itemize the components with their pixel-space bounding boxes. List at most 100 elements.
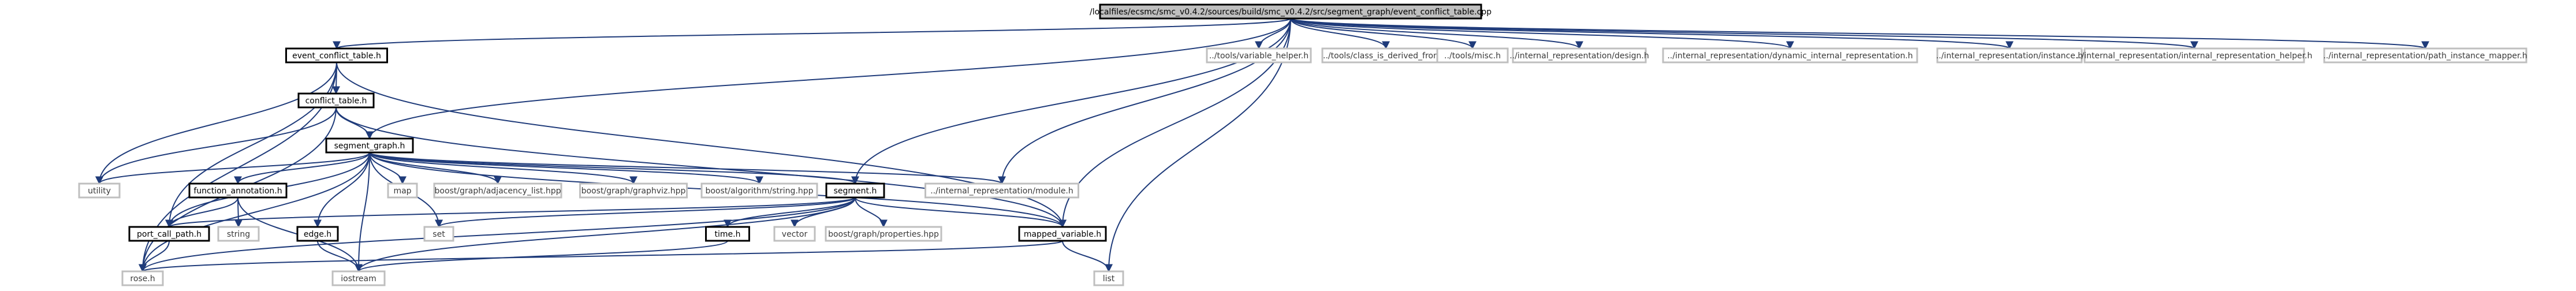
node-map: map	[387, 182, 418, 199]
edge-port_call_path-to-rose	[139, 240, 170, 273]
edge-root-to-path_instance_mapper	[1290, 18, 2429, 50]
node-label: vector	[782, 230, 808, 239]
node-event-conflict-table[interactable]: event_conflict_table.h	[285, 47, 388, 64]
node-label: list	[1103, 274, 1115, 283]
edge-segment-to-iostream	[355, 197, 856, 273]
node-port-call-path[interactable]: port_call_path.h	[128, 226, 210, 242]
node-label: boost/graph/properties.hpp	[828, 230, 939, 239]
node-box	[297, 92, 375, 109]
node-label: set	[433, 230, 445, 239]
edge-segment_graph-to-rose	[139, 152, 370, 273]
node-box	[2323, 47, 2527, 64]
nodes-layer: /localfiles/ecsmc/smc_v0.4.2/sources/bui…	[78, 3, 2527, 286]
node-set: set	[423, 226, 454, 242]
node-label: ../internal_representation/internal_repr…	[2077, 51, 2313, 61]
node-box	[423, 226, 454, 242]
node-segment-graph[interactable]: segment_graph.h	[325, 137, 414, 154]
node-box	[705, 226, 750, 242]
node-graphviz: boost/graph/graphviz.hpp	[579, 182, 688, 199]
edge-segment_graph-to-segment	[369, 152, 859, 185]
node-design: ../internal_representation/design.h	[1509, 47, 1649, 64]
node-label: map	[393, 186, 411, 196]
node-segment[interactable]: segment.h	[825, 182, 885, 199]
node-root[interactable]: /localfiles/ecsmc/smc_v0.4.2/sources/bui…	[1090, 3, 1492, 20]
node-label: ../internal_representation/dynamic_inter…	[1667, 51, 1913, 61]
node-instance: ../internal_representation/instance.h	[1936, 47, 2083, 64]
node-label: edge.h	[304, 230, 331, 239]
node-box	[1512, 47, 1647, 64]
node-string: string	[217, 226, 260, 242]
node-properties: boost/graph/properties.hpp	[825, 226, 942, 242]
edge-conflict_table-to-utility	[95, 107, 337, 185]
edge-root-to-class_is_derived_from	[1290, 18, 1390, 50]
node-box	[217, 226, 260, 242]
node-label: boost/graph/graphviz.hpp	[581, 186, 686, 196]
node-label: ../tools/variable_helper.h	[1209, 51, 1308, 61]
edge-event_conflict_table-to-port_call_path	[165, 62, 337, 228]
node-box	[296, 226, 339, 242]
node-box	[579, 182, 688, 199]
edge-root-to-segment_graph	[366, 18, 1291, 140]
edge-root-to-module	[998, 18, 1291, 185]
node-box	[331, 270, 386, 286]
edge-segment_graph-to-utility	[95, 152, 370, 185]
edge-segment-to-set	[435, 197, 856, 228]
node-function-annotation[interactable]: function_annotation.h	[188, 182, 288, 199]
node-variable-helper: ../tools/variable_helper.h	[1206, 47, 1312, 64]
node-box	[1206, 47, 1312, 64]
node-time[interactable]: time.h	[705, 226, 750, 242]
node-label: /localfiles/ecsmc/smc_v0.4.2/sources/bui…	[1090, 8, 1492, 17]
edge-segment_graph-to-edge	[314, 152, 370, 228]
edge-segment-to-time	[724, 197, 856, 228]
node-edge[interactable]: edge.h	[296, 226, 339, 242]
edge-segment-to-properties	[855, 197, 888, 228]
edge-root-to-misc	[1290, 18, 1477, 50]
node-box	[700, 182, 818, 199]
node-mapped-variable[interactable]: mapped_variable.h	[1018, 226, 1107, 242]
node-box	[2083, 47, 2305, 64]
node-label: time.h	[715, 230, 741, 239]
node-box	[387, 182, 418, 199]
edge-segment-to-rose	[139, 197, 856, 273]
node-box	[1662, 47, 1918, 64]
node-box	[285, 47, 388, 64]
edge-mapped_variable-to-list	[1062, 240, 1113, 273]
node-box	[325, 137, 414, 154]
node-label: segment_graph.h	[334, 141, 405, 151]
node-label: ../internal_representation/path_instance…	[2323, 51, 2527, 61]
node-box	[1936, 47, 2083, 64]
node-box	[121, 270, 164, 286]
edge-event_conflict_table-to-utility	[95, 62, 337, 185]
edge-time-to-iostream	[355, 240, 728, 273]
node-box	[128, 226, 210, 242]
edge-segment_graph-to-graphviz	[369, 152, 638, 185]
edge-segment-to-port_call_path	[165, 197, 856, 228]
node-rose: rose.h	[121, 270, 164, 286]
node-label: ../internal_representation/module.h	[930, 186, 1073, 196]
edge-conflict_table-to-segment_graph	[335, 107, 374, 140]
edge-root-to-event_conflict_table	[333, 18, 1291, 50]
node-label: ../internal_representation/design.h	[1509, 51, 1649, 61]
edge-segment_graph-to-function_annotation	[234, 152, 370, 185]
node-module: ../internal_representation/module.h	[924, 182, 1079, 199]
node-label: iostream	[341, 274, 376, 283]
edge-root-to-dynamic_ir	[1290, 18, 1794, 50]
edge-segment_graph-to-iostream	[355, 152, 370, 273]
node-ir-helper: ../internal_representation/internal_repr…	[2077, 47, 2313, 64]
edge-root-to-list	[1105, 18, 1291, 273]
node-box	[1321, 47, 1451, 64]
edge-function_annotation-to-port_call_path	[165, 197, 238, 228]
node-iostream: iostream	[331, 270, 386, 286]
node-string-hpp: boost/algorithm/string.hpp	[700, 182, 818, 199]
node-label: conflict_table.h	[305, 96, 367, 106]
edge-segment-to-mapped_variable	[855, 197, 1067, 228]
node-conflict-table[interactable]: conflict_table.h	[297, 92, 375, 109]
node-label: boost/graph/adjacency_list.hpp	[435, 186, 561, 196]
node-adjacency-list: boost/graph/adjacency_list.hpp	[433, 182, 562, 199]
node-label: port_call_path.h	[137, 230, 202, 239]
node-label: event_conflict_table.h	[292, 51, 381, 61]
node-box	[1018, 226, 1107, 242]
node-label: rose.h	[130, 274, 155, 283]
node-box	[433, 182, 562, 199]
node-box	[78, 182, 121, 199]
